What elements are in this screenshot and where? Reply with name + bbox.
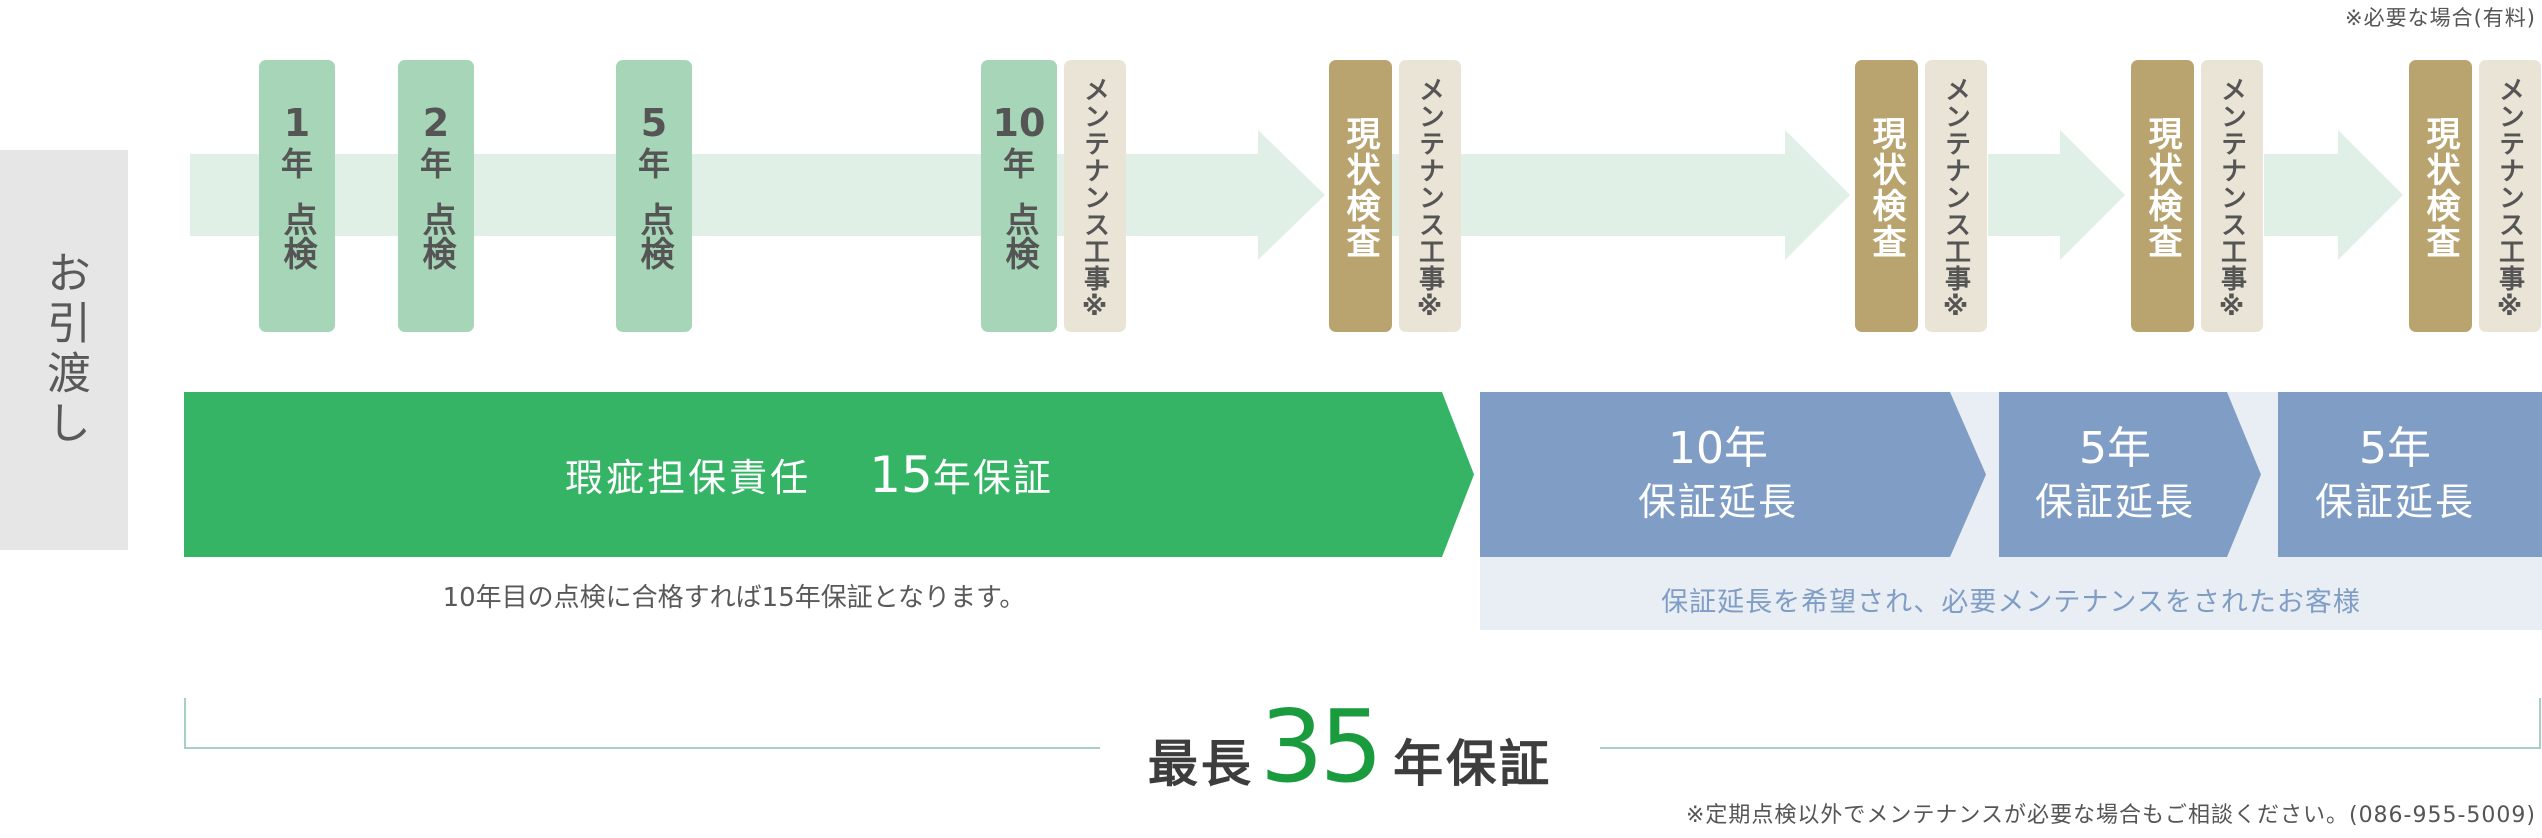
- maintenance-label: メンテナンス工事※: [1079, 76, 1110, 323]
- total-prefix: 最長: [1147, 735, 1254, 793]
- check-2-yr: 年: [419, 145, 452, 183]
- extension-5-year-2: 5年 保証延長: [2278, 392, 2542, 557]
- inspection-box-2: 現状検査: [1855, 60, 1918, 332]
- maintenance-box-2: メンテナンス工事※: [1399, 60, 1461, 332]
- inspection-label: 現状検査: [1340, 116, 1380, 260]
- maintenance-box-3: メンテナンス工事※: [1925, 60, 1987, 332]
- check-1-year: 1 年 点検: [259, 60, 335, 332]
- extension-5-year-1: 5年 保証延長: [1999, 392, 2261, 557]
- paid-note: ※必要な場合(有料): [2345, 6, 2536, 30]
- maintenance-box-4: メンテナンス工事※: [2201, 60, 2263, 332]
- extension-years: 5年: [2079, 422, 2151, 474]
- inspection-box-1: 現状検査: [1329, 60, 1392, 332]
- maintenance-label: メンテナンス工事※: [1940, 76, 1971, 323]
- extension-label: 保証延長: [2034, 479, 2195, 524]
- check-2-num: 2: [422, 101, 450, 145]
- extension-years: 10年: [1668, 422, 1768, 474]
- warranty-years-number: 15: [869, 445, 933, 504]
- timeline-arrow-1: [190, 130, 1325, 260]
- warranty-note: 10年目の点検に合格すれば15年保証となります。: [442, 583, 1026, 613]
- extension-note: 保証延長を希望され、必要メンテナンスをされたお客様: [1661, 587, 2361, 618]
- maintenance-label: メンテナンス工事※: [2216, 76, 2247, 323]
- maintenance-box-5: メンテナンス工事※: [2479, 60, 2541, 332]
- timeline-arrow-3: [1988, 130, 2125, 260]
- warranty-years-suffix: 年保証: [932, 456, 1053, 500]
- inspection-label: 現状検査: [1866, 116, 1906, 260]
- check-1-num: 1: [283, 101, 311, 145]
- inspection-box-4: 現状検査: [2409, 60, 2472, 332]
- maintenance-box-1: メンテナンス工事※: [1064, 60, 1126, 332]
- total-suffix: 年保証: [1393, 735, 1553, 793]
- inspection-label: 現状検査: [2142, 116, 2182, 260]
- timeline-arrow-2: [1352, 130, 1850, 260]
- total-number: 35: [1259, 688, 1383, 805]
- extension-10-year: 10年 保証延長: [1480, 392, 1986, 557]
- extension-label: 保証延長: [1637, 479, 1798, 524]
- extension-years: 5年: [2359, 422, 2431, 474]
- check-1-yr: 年: [280, 145, 313, 183]
- inspection-label: 現状検査: [2420, 116, 2460, 260]
- handover-label: お引渡し: [39, 250, 90, 450]
- check-10-yr: 年: [1002, 145, 1035, 183]
- check-5-num: 5: [640, 101, 668, 145]
- check-10-year: 10 年 点検: [981, 60, 1057, 332]
- check-5-yr: 年: [637, 145, 670, 183]
- maintenance-label: メンテナンス工事※: [1414, 76, 1445, 323]
- check-2-label: 点検: [416, 202, 456, 270]
- check-1-label: 点検: [277, 202, 317, 270]
- warranty-15-year-bar: 瑕疵担保責任 15 年保証: [184, 392, 1474, 557]
- check-5-year: 5 年 点検: [616, 60, 692, 332]
- check-2-year: 2 年 点検: [398, 60, 474, 332]
- inspection-box-3: 現状検査: [2131, 60, 2194, 332]
- check-5-label: 点検: [634, 202, 674, 270]
- warranty-main-label: 瑕疵担保責任: [565, 456, 812, 500]
- timeline-arrow-4: [2264, 130, 2403, 260]
- check-10-num: 10: [992, 101, 1046, 145]
- check-10-label: 点検: [999, 202, 1039, 270]
- handover-block: お引渡し: [0, 150, 128, 550]
- maintenance-label: メンテナンス工事※: [2494, 76, 2525, 323]
- contact-note: ※定期点検以外でメンテナンスが必要な場合もご相談ください。(086-955-50…: [1685, 803, 2536, 828]
- extension-label: 保証延長: [2314, 479, 2475, 524]
